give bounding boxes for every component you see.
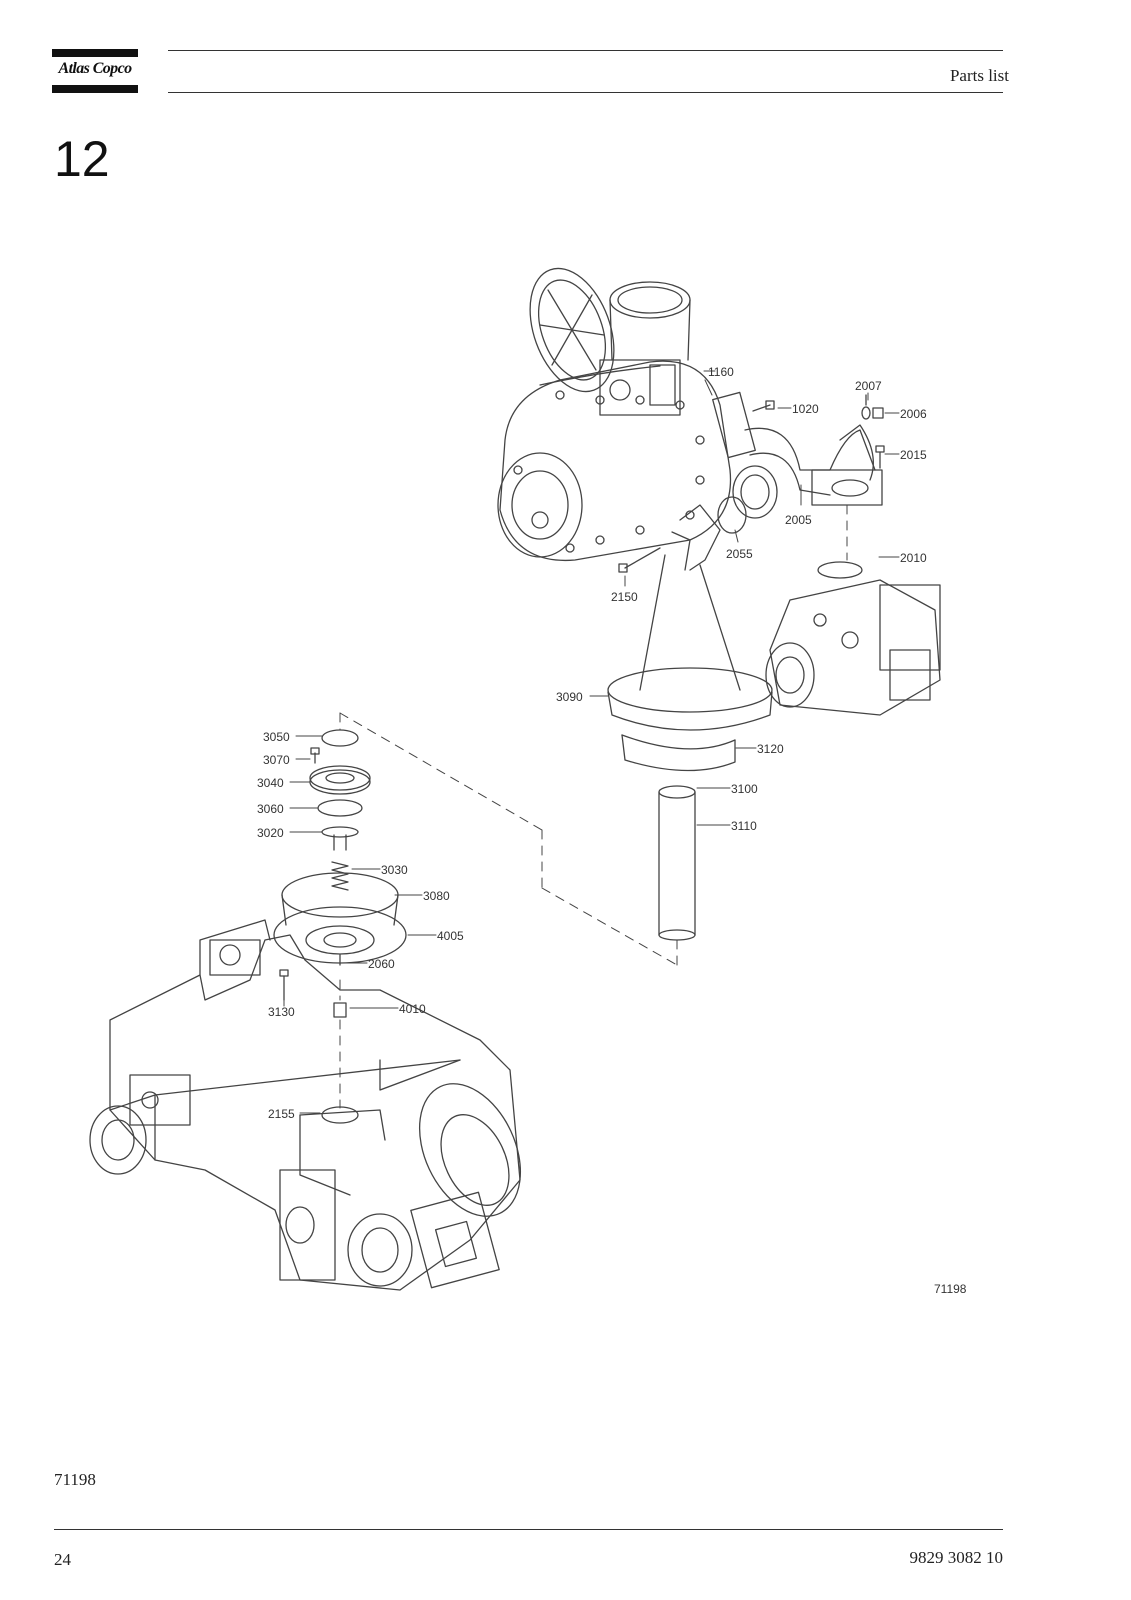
assembly-dashed-lines: [339, 504, 848, 1109]
compressor-element-drawing: [497, 267, 732, 562]
bolt-2150-drawing: [618, 547, 661, 573]
callout-2150: 2150: [611, 590, 638, 604]
air-receiver-drawing: [89, 919, 522, 1291]
pump-block-drawing: [765, 561, 941, 716]
page-number: 24: [54, 1550, 71, 1569]
callout-leader-lines: [283, 370, 900, 1114]
callout-3120: 3120: [757, 742, 784, 756]
header-rule-top: [168, 50, 1003, 51]
cyclone-separator-drawing: [607, 504, 773, 941]
figure-reference: 71198: [54, 1470, 96, 1489]
callout-3130: 3130: [268, 1005, 295, 1019]
logo-bar-top: [52, 49, 138, 57]
callout-3060: 3060: [257, 802, 284, 816]
callout-3020: 3020: [257, 826, 284, 840]
callout-1160: 1160: [708, 365, 734, 379]
callout-2155: 2155: [268, 1107, 295, 1121]
callout-2015: 2015: [900, 448, 927, 462]
callout-2005: 2005: [785, 513, 812, 527]
discharge-pipe-drawing: [712, 391, 883, 534]
callout-2060: 2060: [368, 957, 395, 971]
callout-2006: 2006: [900, 407, 927, 421]
valve-stack-drawing: [273, 729, 407, 966]
header-title: Parts list: [949, 66, 1009, 85]
section-number: 12: [54, 131, 110, 187]
callout-2010: 2010: [900, 551, 927, 565]
bolt-1020-drawing: [752, 400, 775, 412]
bolt-3130-drawing: [279, 969, 289, 1001]
callout-3030: 3030: [381, 863, 408, 877]
callout-3100: 3100: [731, 782, 758, 796]
callout-3050: 3050: [263, 730, 290, 744]
callout-3070: 3070: [263, 753, 290, 767]
callout-3090: 3090: [556, 690, 583, 704]
callout-1020: 1020: [792, 402, 819, 416]
callout-4010: 4010: [399, 1002, 426, 1016]
document-number: 9829 3082 10: [909, 1548, 1004, 1567]
logo-bar-bottom: [52, 85, 138, 93]
bolt-2015-drawing: [875, 445, 885, 469]
footer-rule: [54, 1529, 1003, 1530]
callout-3110: 3110: [731, 819, 757, 833]
fitting-2006-drawing: [861, 394, 884, 420]
callout-3080: 3080: [423, 889, 450, 903]
callout-3040: 3040: [257, 776, 284, 790]
atlas-copco-logo: Atlas Copco: [52, 49, 138, 93]
logo-wordmark: Atlas Copco: [58, 60, 133, 77]
callout-4005: 4005: [437, 929, 464, 943]
figure-number: 71198: [934, 1282, 967, 1296]
exploded-parts-drawing: 1160 1020 2007 2006 2015 2005 2055 2010 …: [89, 267, 967, 1296]
bushing-4010-drawing: [333, 1002, 347, 1018]
callout-2055: 2055: [726, 547, 753, 561]
callout-2007: 2007: [855, 379, 882, 393]
header-rule-bottom: [168, 92, 1003, 93]
